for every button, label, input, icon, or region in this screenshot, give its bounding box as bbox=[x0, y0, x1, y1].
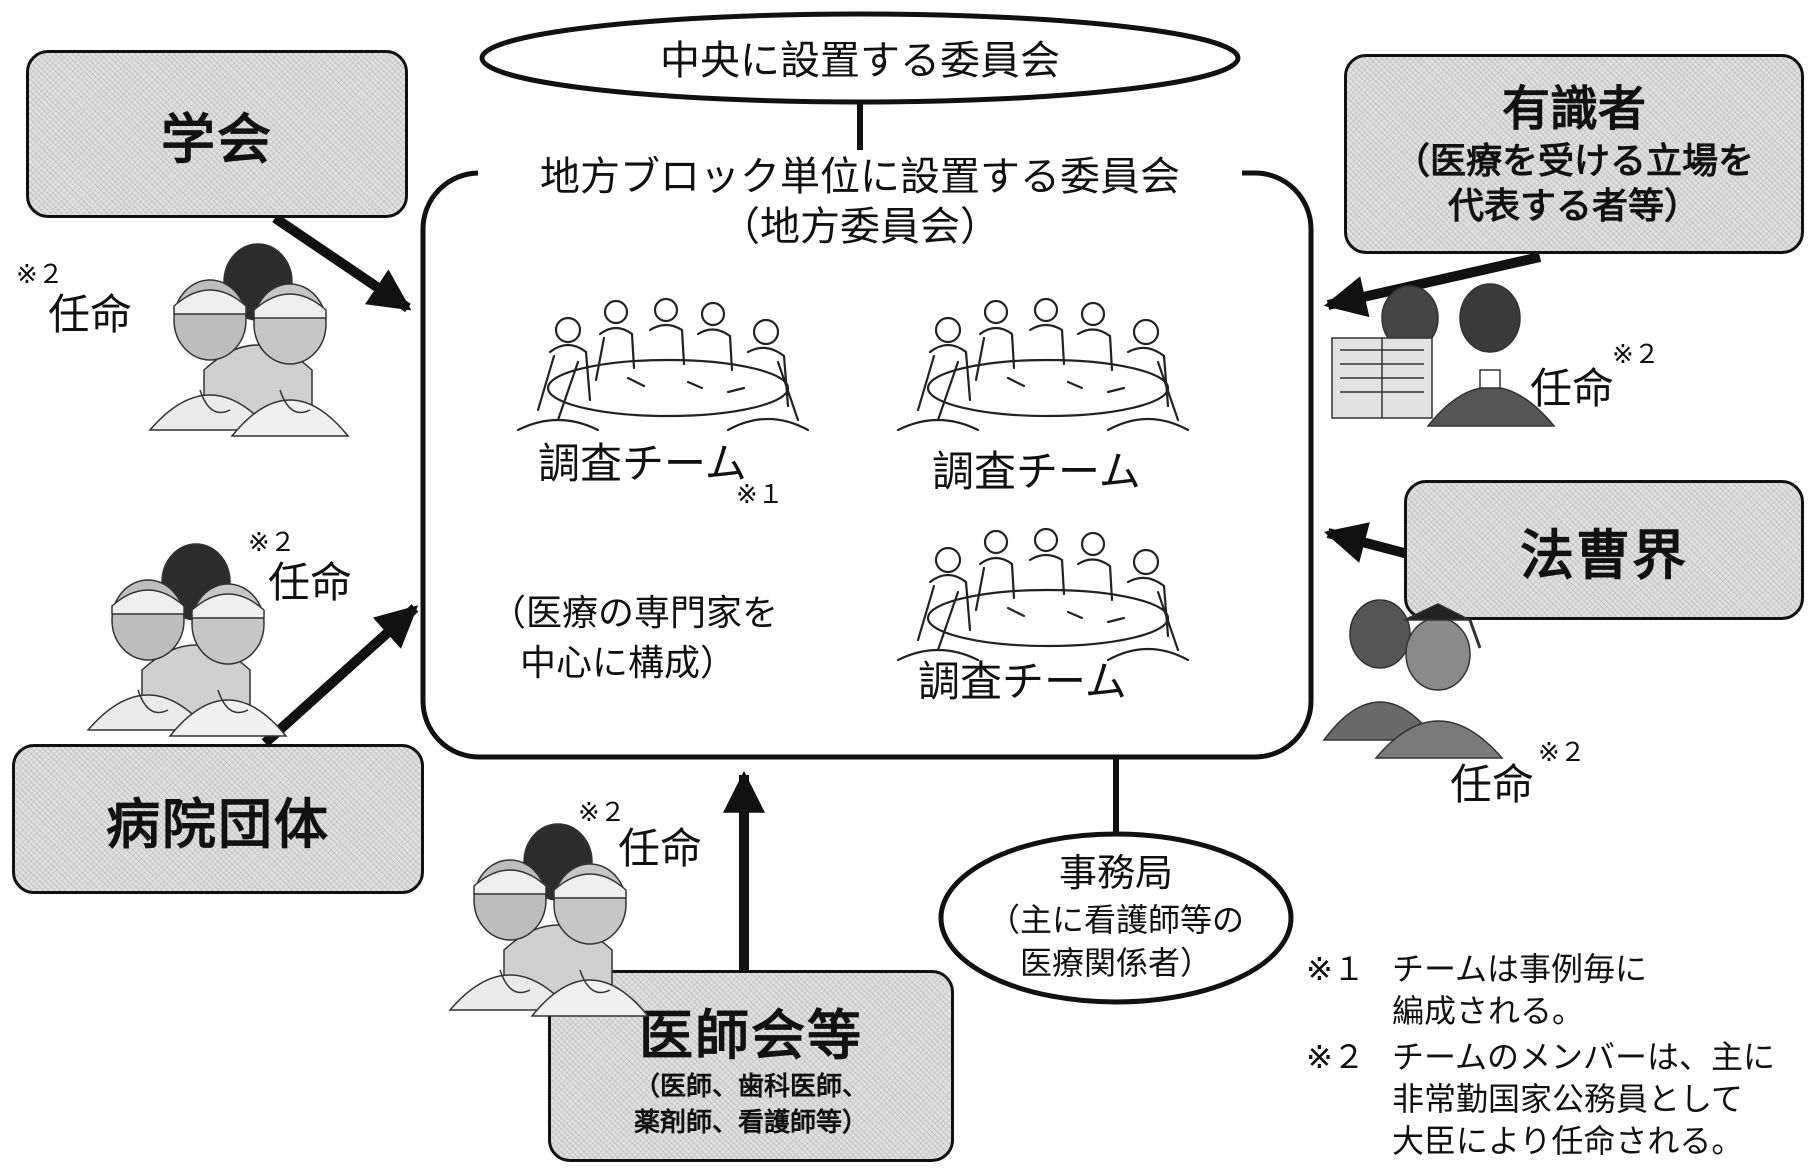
footnote-2-line-3: 大臣により任命される。 bbox=[1392, 1122, 1744, 1160]
footnotes: ※１ チームは事例毎に 編成される。 ※２ チームのメンバーは、主に 非常勤国家… bbox=[1306, 948, 1775, 1162]
hospital-groups-label: 病院団体 bbox=[106, 792, 330, 856]
appointment-note-3: ※２ bbox=[578, 798, 626, 828]
medical-staff-icon-1 bbox=[148, 243, 350, 437]
arrow-academic bbox=[272, 213, 412, 313]
medical-staff-icon-3 bbox=[448, 823, 650, 1017]
secretariat-ellipse bbox=[938, 831, 1294, 1005]
experts-label: 有識者 bbox=[1501, 81, 1646, 137]
appointment-note-5: ※２ bbox=[1538, 738, 1586, 768]
arrow-legal bbox=[1323, 522, 1410, 563]
regional-committee-title: 地方ブロック単位に設置する委員会 bbox=[540, 154, 1180, 200]
experts-box: 有識者 （医療を受ける立場を 代表する者等） bbox=[1344, 54, 1804, 254]
medical-staff-icon-2 bbox=[86, 543, 288, 737]
team-label-2: 調査チーム bbox=[932, 447, 1141, 496]
appointment-label-3: 任命 bbox=[618, 824, 703, 873]
secretariat-text: 事務局 （主に看護師等の 医療関係者） bbox=[960, 848, 1272, 986]
footnote-1-mark: ※１ bbox=[1306, 950, 1365, 988]
appointment-label-2: 任命 bbox=[268, 558, 353, 607]
secretariat-line-2: 医療関係者） bbox=[1019, 944, 1212, 983]
secretariat-title: 事務局 bbox=[1058, 851, 1173, 895]
legal-people-icon bbox=[1322, 599, 1504, 759]
experts-sub-1: （医療を受ける立場を bbox=[1393, 141, 1754, 182]
experts-people-icon bbox=[1331, 283, 1556, 427]
arrow-experts bbox=[1323, 252, 1542, 318]
appointment-label-1: 任命 bbox=[48, 290, 133, 339]
medical-association-sub-1: （医師、歯科医師、 bbox=[633, 1072, 868, 1103]
meeting-illustration-2 bbox=[896, 297, 1190, 432]
hospital-groups-box: 病院団体 bbox=[12, 744, 424, 894]
footnote-1-line-2: 編成される。 bbox=[1392, 992, 1585, 1030]
appointment-note-2: ※２ bbox=[248, 528, 296, 558]
central-committee-label: 中央に設置する委員会 bbox=[660, 38, 1060, 84]
medical-association-sub-2: 薬剤師、看護師等） bbox=[633, 1107, 868, 1138]
medical-association-label: 医師会等 bbox=[639, 1004, 863, 1068]
footnote-1: ※１ チームは事例毎に 編成される。 bbox=[1306, 948, 1775, 1032]
meeting-illustration-3 bbox=[896, 527, 1190, 662]
composition-line-2: 中心に構成） bbox=[520, 643, 737, 684]
appointment-note-4: ※２ bbox=[1612, 340, 1660, 370]
secretariat-line-1: （主に看護師等の bbox=[987, 901, 1244, 940]
appointment-label-4: 任命 bbox=[1530, 364, 1615, 413]
team-label-3: 調査チーム bbox=[918, 657, 1127, 706]
composition-line-1: （医療の専門家を bbox=[490, 593, 779, 634]
footnote-2-mark: ※２ bbox=[1306, 1038, 1365, 1076]
arrow-hospital bbox=[261, 604, 419, 747]
academic-society-label: 学会 bbox=[161, 107, 273, 171]
footnote-2-line-2: 非常勤国家公務員として bbox=[1392, 1080, 1744, 1118]
meeting-illustration-1 bbox=[516, 297, 810, 432]
footnote-2: ※２ チームのメンバーは、主に 非常勤国家公務員として 大臣により任命される。 bbox=[1306, 1036, 1775, 1162]
regional-committee-subtitle: （地方委員会） bbox=[720, 204, 1000, 250]
team-label-1: 調査チーム bbox=[538, 439, 747, 488]
appointment-label-5: 任命 bbox=[1450, 760, 1535, 809]
legal-profession-label: 法曹界 bbox=[1520, 523, 1688, 587]
medical-association-box: 医師会等 （医師、歯科医師、 薬剤師、看護師等） bbox=[548, 970, 954, 1162]
academic-society-box: 学会 bbox=[26, 50, 408, 218]
footnote-2-line-1: チームのメンバーは、主に bbox=[1392, 1038, 1776, 1076]
legal-profession-box: 法曹界 bbox=[1404, 480, 1804, 620]
experts-sub-2: 代表する者等） bbox=[1447, 186, 1700, 227]
team-note-1: ※１ bbox=[736, 480, 784, 510]
appointment-note-1: ※２ bbox=[16, 260, 64, 290]
footnote-1-line-1: チームは事例毎に bbox=[1392, 950, 1648, 988]
